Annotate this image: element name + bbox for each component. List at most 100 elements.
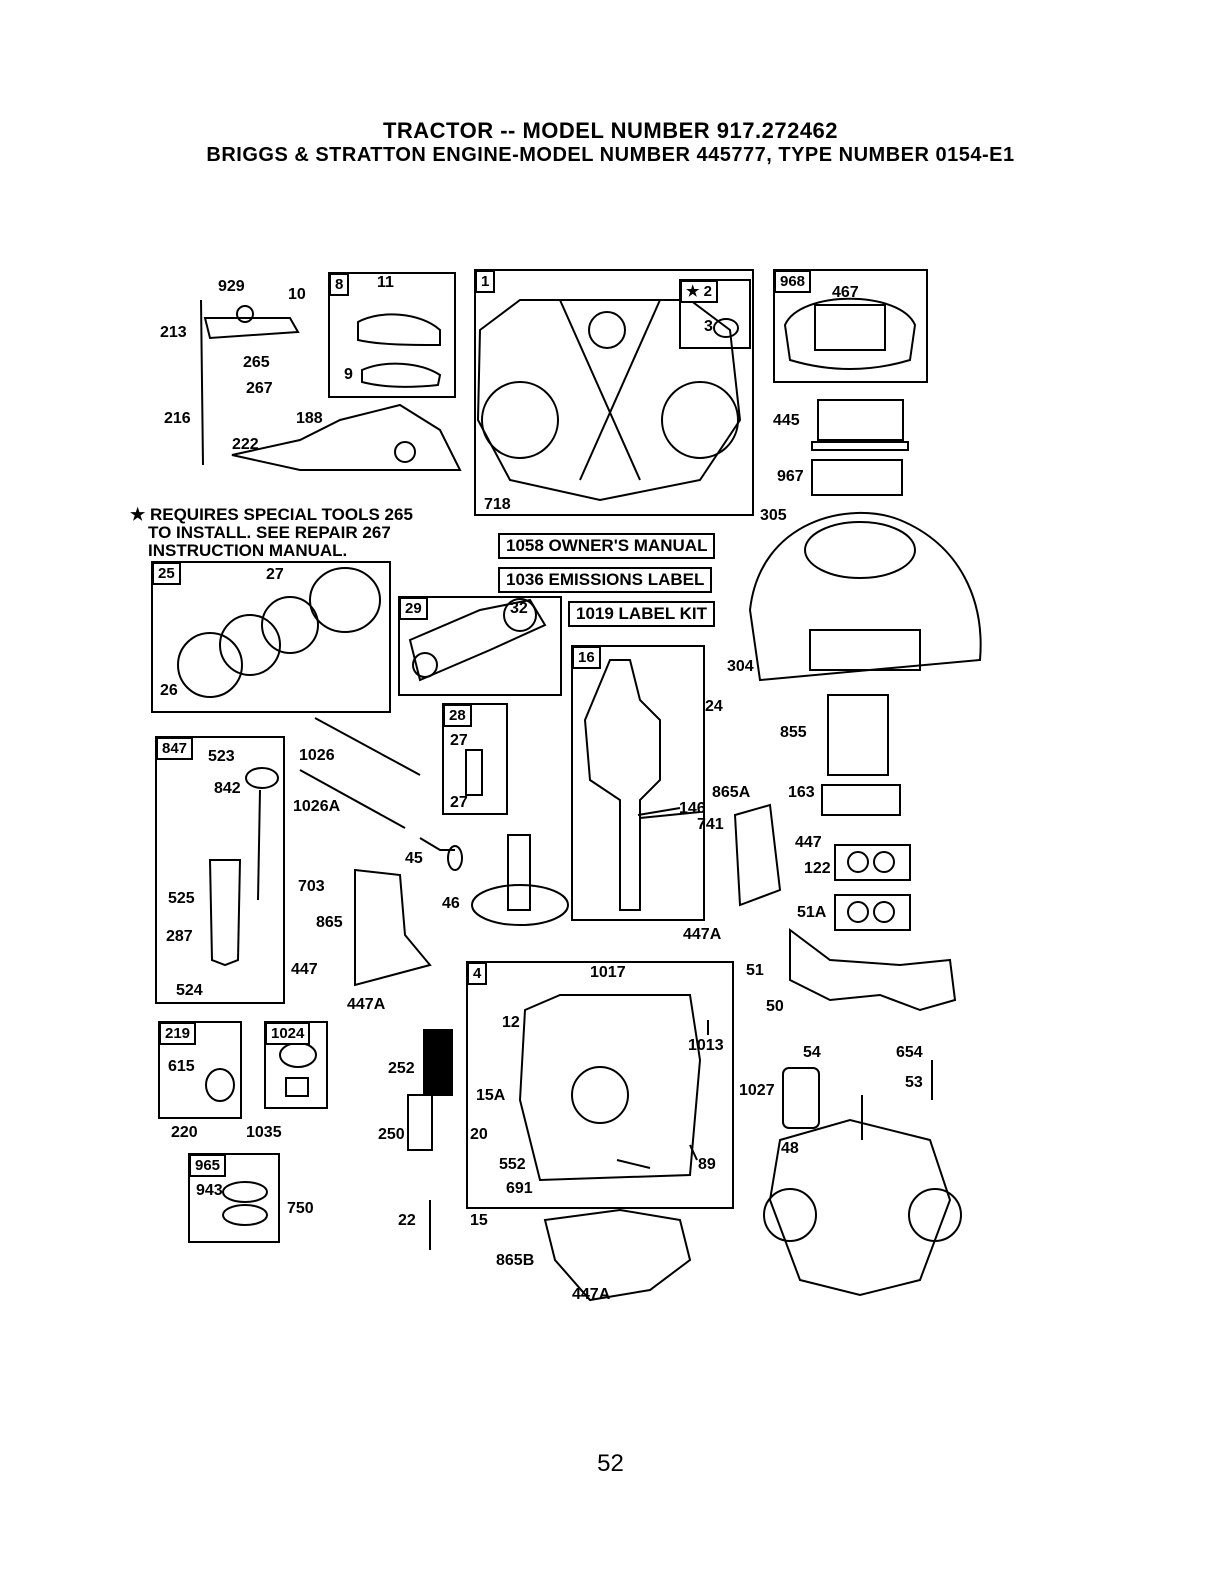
- part-label-27-piston: 27: [266, 566, 284, 583]
- box-29-tag: 29: [399, 597, 428, 620]
- part-label-929: 929: [218, 278, 245, 295]
- part-label-447a-bottom: 447A: [572, 1286, 611, 1303]
- part-label-22: 22: [398, 1212, 416, 1229]
- part-label-26: 26: [160, 682, 178, 699]
- part-label-447-upper: 447: [795, 834, 822, 851]
- cam-gear-part: [471, 884, 569, 926]
- exhaust-manifold-part: [789, 928, 957, 1012]
- part-label-54: 54: [803, 1044, 821, 1061]
- gasket-51a-part: [834, 894, 911, 931]
- box-968-tag: 968: [774, 270, 812, 293]
- part-label-213: 213: [160, 324, 187, 341]
- part-label-524: 524: [176, 982, 203, 999]
- emissions-label-banner: 1036 EMISSIONS LABEL: [498, 567, 713, 593]
- gasket-943-part: [222, 1181, 268, 1203]
- part-label-15: 15: [470, 1212, 488, 1229]
- module-252-part: [423, 1029, 453, 1096]
- part-label-447a-left: 447A: [347, 996, 386, 1013]
- gasket-122-part: [834, 844, 911, 881]
- crankshaft-part: [583, 659, 661, 911]
- oil-filter-part: [782, 1067, 820, 1129]
- box-219-tag: 219: [159, 1022, 197, 1045]
- box-28-frame: [442, 703, 508, 815]
- part-label-447-lower: 447: [291, 961, 318, 978]
- part-label-1017: 1017: [590, 964, 626, 981]
- special-tools-note-line2: TO INSTALL. SEE REPAIR 267: [148, 523, 391, 542]
- page-subtitle: BRIGGS & STRATTON ENGINE-MODEL NUMBER 44…: [206, 144, 1015, 166]
- part-label-146: 146: [679, 800, 706, 817]
- governor-bracket-part: [231, 403, 462, 471]
- cylinder-shield-b-part: [543, 1208, 692, 1302]
- air-guide-part: [357, 313, 441, 347]
- gasket-163-part: [821, 784, 901, 816]
- part-label-188: 188: [296, 410, 323, 427]
- short-block-part: [768, 1118, 952, 1297]
- piston-pin-part: [465, 749, 483, 796]
- box-1-frame: [474, 269, 754, 516]
- part-label-287: 287: [166, 928, 193, 945]
- part-label-46: 46: [442, 895, 460, 912]
- piston-part: [309, 567, 381, 633]
- box-1-tag: 1: [475, 270, 496, 293]
- box-29-frame: [398, 596, 562, 696]
- part-label-967: 967: [777, 468, 804, 485]
- part-label-842: 842: [214, 780, 241, 797]
- part-label-703: 703: [298, 878, 325, 895]
- box-16-tag: 16: [572, 646, 601, 669]
- part-label-15a: 15A: [476, 1087, 506, 1104]
- part-label-445: 445: [773, 412, 800, 429]
- part-label-1013: 1013: [688, 1037, 724, 1054]
- control-rod-part: [200, 299, 204, 466]
- oil-sump-part: [518, 994, 702, 1182]
- intake-manifold-part: [827, 694, 889, 776]
- box-965-tag: 965: [189, 1154, 227, 1177]
- cylinder-block-part: [476, 299, 742, 502]
- part-label-250: 250: [378, 1126, 405, 1143]
- part-label-1027: 1027: [739, 1082, 775, 1099]
- box-28-tag: 28: [443, 704, 472, 727]
- box-4-frame: [466, 961, 734, 1209]
- box-968-frame: [773, 269, 928, 383]
- box-2-tag: ★ 2: [680, 280, 718, 303]
- part-label-691: 691: [506, 1180, 533, 1197]
- part-label-523: 523: [208, 748, 235, 765]
- part-label-943: 943: [196, 1182, 223, 1199]
- part-label-1026: 1026: [299, 747, 335, 764]
- part-label-20: 20: [470, 1126, 488, 1143]
- piston-ring-part: [177, 632, 243, 698]
- part-label-1026a: 1026A: [293, 798, 341, 815]
- box-847-tag: 847: [156, 737, 194, 760]
- part-label-51: 51: [746, 962, 764, 979]
- push-rod-part: [314, 717, 421, 776]
- part-label-304: 304: [727, 658, 754, 675]
- cylinder-shield-part: [354, 868, 432, 987]
- part-label-267: 267: [246, 380, 273, 397]
- box-1024-tag: 1024: [265, 1022, 311, 1045]
- blower-housing-part: [748, 511, 982, 682]
- module-250-part: [407, 1094, 433, 1151]
- part-label-1035: 1035: [246, 1124, 282, 1141]
- part-label-467: 467: [832, 284, 859, 301]
- part-label-53: 53: [905, 1074, 923, 1091]
- part-label-750: 750: [287, 1200, 314, 1217]
- special-tools-note-line1: ★ REQUIRES SPECIAL TOOLS 265: [130, 505, 413, 524]
- page-title: TRACTOR -- MODEL NUMBER 917.272462: [382, 118, 839, 143]
- page-number: 52: [597, 1450, 624, 1477]
- part-label-216: 216: [164, 410, 191, 427]
- part-label-220: 220: [171, 1124, 198, 1141]
- part-label-305: 305: [760, 507, 787, 524]
- part-label-24: 24: [705, 698, 723, 715]
- box-25-tag: 25: [152, 562, 181, 585]
- throttle-bracket-part: [203, 317, 300, 340]
- part-label-122: 122: [804, 860, 831, 877]
- part-label-865: 865: [316, 914, 343, 931]
- air-cleaner-cover-part: [783, 297, 917, 370]
- part-label-615: 615: [168, 1058, 195, 1075]
- part-label-447a-middle: 447A: [683, 926, 722, 943]
- part-label-265: 265: [243, 354, 270, 371]
- part-label-48: 48: [781, 1140, 799, 1157]
- connecting-rod-part: [408, 598, 547, 682]
- oil-cap-part: [205, 1068, 235, 1102]
- part-label-252: 252: [388, 1060, 415, 1077]
- part-label-10: 10: [288, 286, 306, 303]
